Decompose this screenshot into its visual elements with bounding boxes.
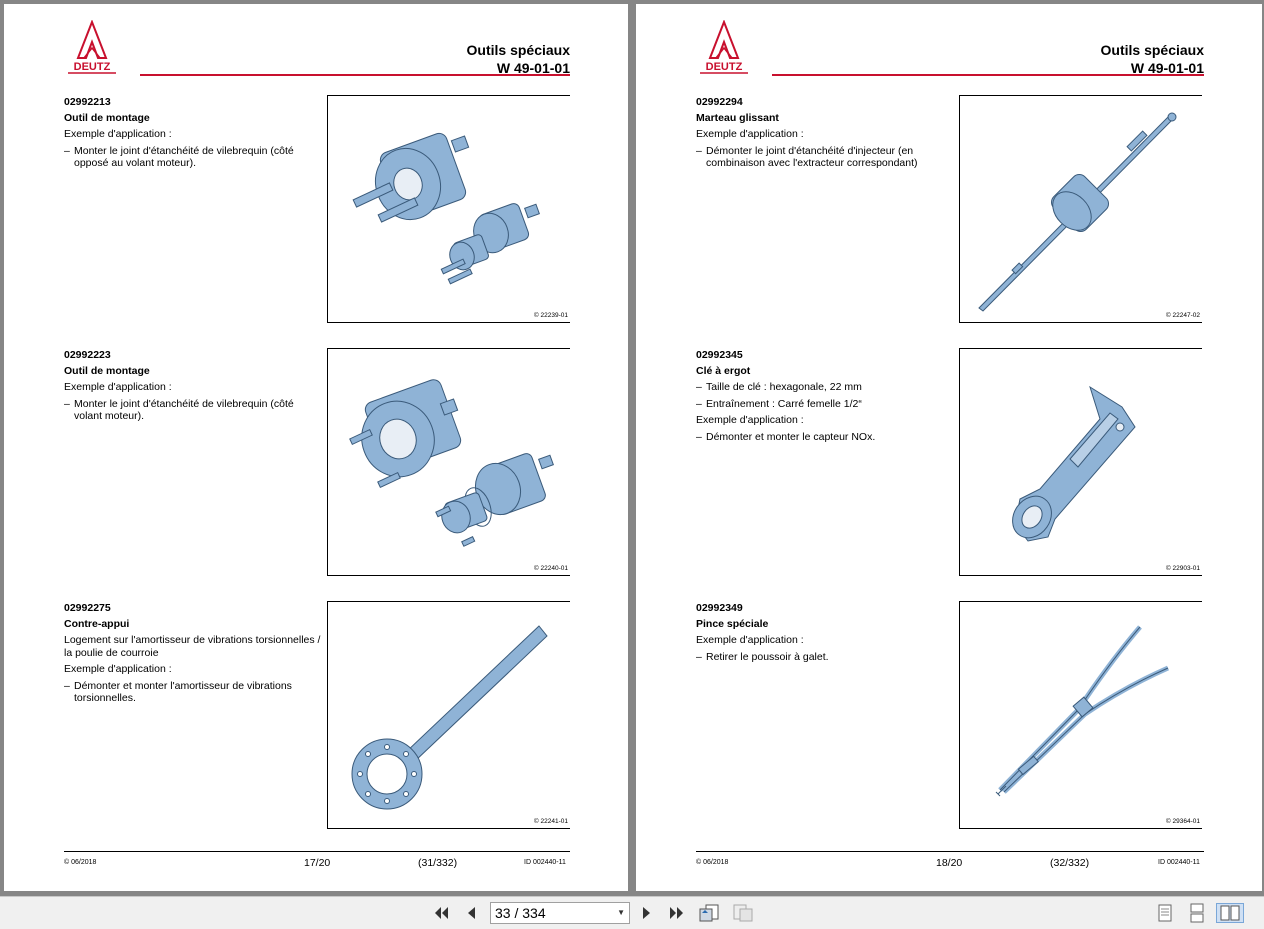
footer-total: (32/332) xyxy=(1050,857,1090,869)
previous-page-icon xyxy=(468,907,475,919)
footer-date: © 06/2018 xyxy=(64,859,97,866)
deutz-logo-icon: DEUTZ xyxy=(698,20,750,74)
special-pliers-illustration-icon xyxy=(995,625,1170,797)
deutz-logo-icon: DEUTZ xyxy=(66,20,118,74)
back-view-icon xyxy=(699,904,719,922)
figure-code: © 29364-01 xyxy=(1165,818,1200,825)
part-number: 02992275 xyxy=(64,602,111,614)
next-page-icon xyxy=(643,907,650,919)
header-rule xyxy=(140,74,570,76)
figure-code: © 22241-01 xyxy=(533,818,568,825)
footer-date: © 06/2018 xyxy=(696,859,729,866)
entry-text: Logement sur l'amortisseur de vibrations… xyxy=(64,634,321,659)
header-title: Outils spéciaux W 49-01-01 xyxy=(466,42,570,76)
tool-entry: 02992345 Clé à ergot Taille de clé : hex… xyxy=(696,349,956,447)
header-rule xyxy=(772,74,1204,76)
tool-name: Pince spéciale xyxy=(696,617,769,630)
continuous-view-button[interactable] xyxy=(1186,903,1208,923)
part-number: 02992294 xyxy=(696,96,743,108)
pin-wrench-illustration-icon xyxy=(1012,385,1136,542)
last-page-icon xyxy=(670,907,683,919)
part-number: 02992349 xyxy=(696,602,743,614)
next-page-button[interactable] xyxy=(636,903,658,923)
pdf-page-right: DEUTZ Outils spéciaux W 49-01-01 0299229… xyxy=(636,4,1262,891)
tool-figure: © 22240-01 xyxy=(327,348,570,576)
tool-entry: 02992223 Outil de montage Exemple d'appl… xyxy=(64,349,324,427)
single-page-icon xyxy=(1158,904,1172,922)
tool-entry: 02992349 Pince spéciale Exemple d'applic… xyxy=(696,602,956,667)
previous-page-button[interactable] xyxy=(460,903,482,923)
logo-text: DEUTZ xyxy=(706,61,743,73)
entry-text: Exemple d'application : xyxy=(696,634,804,646)
go-back-view-button[interactable] xyxy=(698,903,720,923)
two-page-icon xyxy=(1220,905,1240,921)
tool-name: Contre-appui xyxy=(64,617,130,630)
last-page-button[interactable] xyxy=(666,903,688,923)
forward-view-icon xyxy=(733,904,753,922)
footer-id: ID 002440-11 xyxy=(1158,859,1200,866)
header-title: Outils spéciaux W 49-01-01 xyxy=(1100,42,1204,76)
chevron-down-icon[interactable]: ▼ xyxy=(617,908,625,917)
entry-bullet: Retirer le poussoir à galet. xyxy=(696,651,956,664)
single-page-view-button[interactable] xyxy=(1154,903,1176,923)
part-number: 02992213 xyxy=(64,96,111,108)
two-page-view-button[interactable] xyxy=(1216,903,1244,923)
footer-total: (31/332) xyxy=(418,857,458,869)
entry-bullet: Entraînement : Carré femelle 1/2“ xyxy=(696,398,956,411)
tool-figure: © 29364-01 xyxy=(959,601,1202,829)
tool-entry: 02992275 Contre-appui Logement sur l'amo… xyxy=(64,602,324,709)
figure-code: © 22903-01 xyxy=(1165,565,1200,572)
entry-bullet: Démonter le joint d'étanchéité d'injecte… xyxy=(696,145,956,170)
mounting-tool-illustration-icon xyxy=(349,379,554,547)
footer-rule xyxy=(696,851,1204,852)
figure-code: © 22247-02 xyxy=(1165,312,1200,319)
viewer-toolbar: 33 / 334 ▼ xyxy=(0,896,1264,929)
figure-code: © 22239-01 xyxy=(533,312,568,319)
entry-bullet: Démonter et monter l'amortisseur de vibr… xyxy=(64,680,324,705)
page-number-input[interactable]: 33 / 334 ▼ xyxy=(490,902,630,924)
entry-text: Exemple d'application : xyxy=(64,128,172,140)
tool-entry: 02992294 Marteau glissant Exemple d'appl… xyxy=(696,96,956,174)
entry-bullet: Monter le joint d'étanchéité de vilebreq… xyxy=(64,398,324,423)
entry-bullet: Démonter et monter le capteur NOx. xyxy=(696,431,956,444)
mounting-tool-illustration-icon xyxy=(352,132,540,285)
tool-figure: © 22903-01 xyxy=(959,348,1202,576)
entry-text: Exemple d'application : xyxy=(696,414,804,426)
entry-text: Exemple d'application : xyxy=(696,128,804,140)
entry-text: Exemple d'application : xyxy=(64,663,172,675)
part-number: 02992223 xyxy=(64,349,111,361)
pdf-page-left: DEUTZ Outils spéciaux W 49-01-01 0299221… xyxy=(4,4,628,891)
entry-text: Exemple d'application : xyxy=(64,381,172,393)
tool-name: Outil de montage xyxy=(64,111,150,124)
tool-name: Outil de montage xyxy=(64,364,150,377)
figure-code: © 22240-01 xyxy=(533,565,568,572)
entry-bullet: Monter le joint d'étanchéité de vilebreq… xyxy=(64,145,324,170)
continuous-page-icon xyxy=(1190,903,1204,923)
first-page-icon xyxy=(435,907,448,919)
footer-rule xyxy=(64,851,570,852)
footer-page: 18/20 xyxy=(936,857,963,869)
tool-figure: © 22247-02 xyxy=(959,95,1202,323)
logo-text: DEUTZ xyxy=(74,61,111,73)
part-number: 02992345 xyxy=(696,349,743,361)
entry-bullet: Taille de clé : hexagonale, 22 mm xyxy=(696,381,956,394)
tool-figure: © 22239-01 xyxy=(327,95,570,323)
footer-page: 17/20 xyxy=(304,857,331,869)
first-page-button[interactable] xyxy=(430,903,452,923)
tool-name: Clé à ergot xyxy=(696,364,751,377)
tool-figure: © 22241-01 xyxy=(327,601,570,829)
go-forward-view-button[interactable] xyxy=(732,903,754,923)
footer-id: ID 002440-11 xyxy=(524,859,566,866)
slide-hammer-illustration-icon xyxy=(978,112,1177,312)
tool-name: Marteau glissant xyxy=(696,111,779,124)
tool-entry: 02992213 Outil de montage Exemple d'appl… xyxy=(64,96,324,174)
counter-support-illustration-icon xyxy=(351,625,548,810)
